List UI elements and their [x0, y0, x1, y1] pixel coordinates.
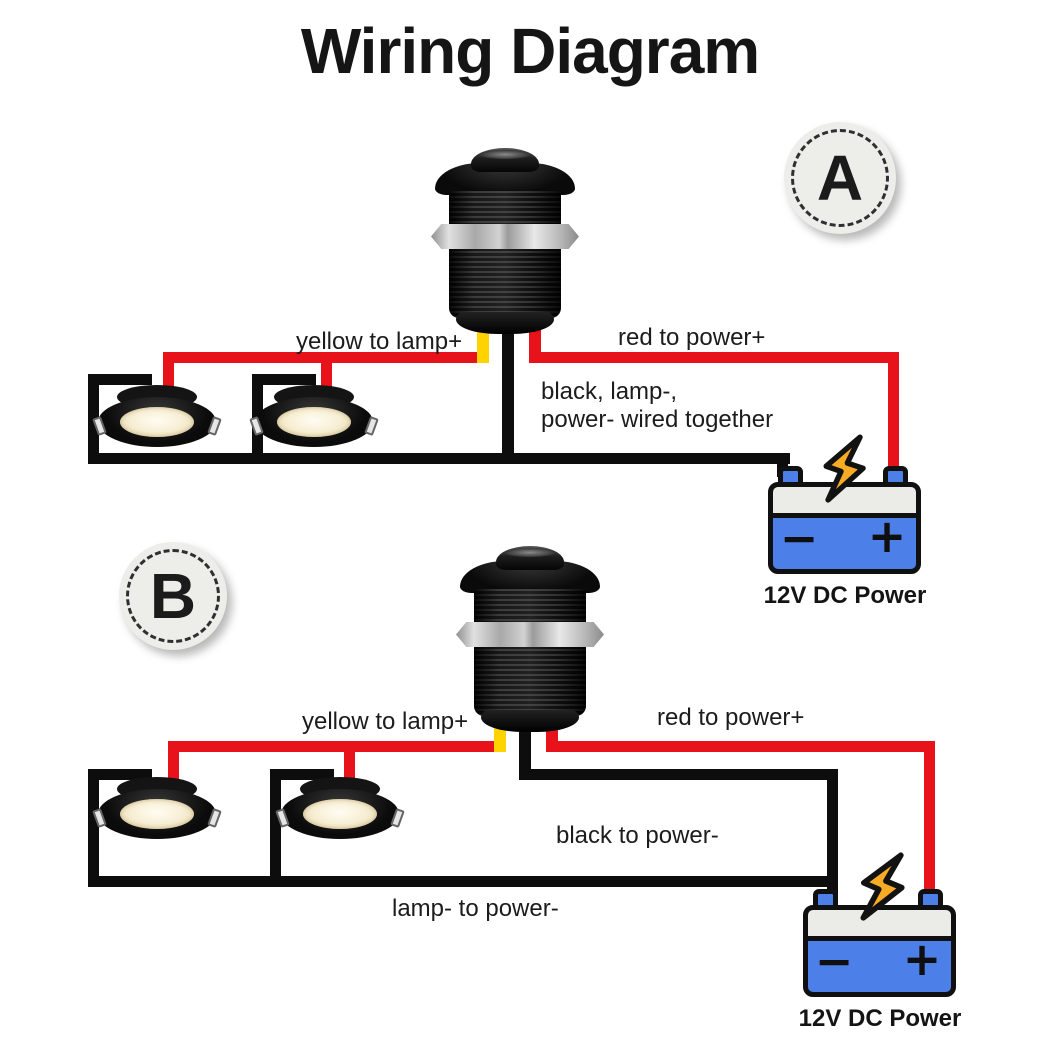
label-b-black-wire: black to power-: [556, 822, 719, 849]
switch-base: [481, 710, 579, 732]
wire-b-red-battery-drop: [924, 741, 935, 897]
wire-a-yellow: [477, 324, 489, 363]
badge-a-letter: A: [816, 142, 864, 214]
battery-a: − + 12V DC Power: [764, 430, 926, 616]
label-a-red-wire: red to power+: [618, 324, 766, 351]
wire-b-black-switch-down: [519, 720, 531, 780]
switch-knob: [496, 546, 564, 570]
battery-minus-sign: −: [779, 511, 819, 565]
label-a-black-wire: black, lamp-, power- wired together: [541, 378, 773, 434]
switch-hex-nut: [431, 224, 579, 249]
lamp-a-2: [249, 385, 379, 449]
label-a-black-wire-line2: power- wired together: [541, 406, 774, 433]
push-button-switch-a: [430, 148, 580, 334]
wire-b-red-drop-lamp1: [168, 741, 179, 797]
wire-a-black-lamp2-top: [252, 374, 316, 385]
wire-a-black-bottom-run: [88, 453, 790, 464]
label-b-red-wire: red to power+: [657, 704, 805, 731]
switch-hex-nut: [456, 622, 604, 647]
wire-a-red-drop-lamp1: [163, 352, 174, 407]
label-a-yellow-wire: yellow to lamp+: [296, 328, 463, 355]
wire-b-black-lamp2-top: [270, 769, 334, 780]
battery-plus-sign: +: [867, 509, 907, 563]
wire-b-black-lamp1-up: [88, 769, 99, 887]
lightning-bolt-icon: [860, 852, 905, 921]
battery-minus-sign: −: [814, 934, 854, 988]
battery-body: [768, 482, 921, 574]
wire-b-black-lamp2-up: [270, 769, 281, 887]
label-b-lamp-wire: lamp- to power-: [392, 895, 559, 922]
battery-plus-sign: +: [902, 932, 942, 986]
switch-knob: [471, 148, 539, 172]
lightning-bolt-icon: [823, 434, 866, 503]
label-b-yellow-wire: yellow to lamp+: [302, 708, 469, 735]
lamp-glow: [303, 799, 377, 829]
lamp-a-1: [92, 385, 222, 449]
wire-a-black-switch-down: [502, 324, 514, 464]
wire-b-black-lamp1-top: [88, 769, 152, 780]
lamp-glow: [120, 799, 194, 829]
wire-b-red-drop-lamp2: [344, 741, 355, 797]
page-title: Wiring Diagram: [300, 15, 760, 87]
wire-b-black-bottom-run: [88, 876, 833, 887]
badge-b-letter: B: [149, 560, 197, 632]
lamp-glow: [120, 407, 194, 437]
lamp-b-2: [275, 777, 405, 841]
wire-a-red-run-left: [163, 352, 477, 363]
push-button-switch-b: [455, 546, 605, 732]
switch-barrel-lower: [449, 246, 561, 318]
battery-a-label: 12V DC Power: [763, 582, 927, 609]
wire-b-red-run-left: [168, 741, 494, 752]
battery-b-label: 12V DC Power: [798, 1005, 962, 1032]
wire-b-black-battery-drop: [827, 769, 838, 900]
battery-body: [803, 905, 956, 997]
switch-base: [456, 312, 554, 334]
badge-a: A: [784, 122, 896, 234]
wire-a-black-battery-step: [777, 453, 788, 477]
lamp-glow: [277, 407, 351, 437]
lamp-b-1: [92, 777, 222, 841]
label-a-black-wire-line1: black, lamp-,: [541, 378, 678, 405]
wire-a-red-battery-drop: [888, 352, 899, 474]
badge-b: B: [119, 542, 227, 650]
switch-barrel-lower: [474, 644, 586, 716]
wire-a-black-lamp1-top: [88, 374, 152, 385]
wire-b-red-run-right: [546, 741, 935, 752]
battery-b: − + 12V DC Power: [799, 852, 961, 1039]
wire-a-red-drop-lamp2: [321, 352, 332, 410]
wire-b-black-run-right: [519, 769, 838, 780]
wire-a-red-run-right: [529, 352, 899, 363]
